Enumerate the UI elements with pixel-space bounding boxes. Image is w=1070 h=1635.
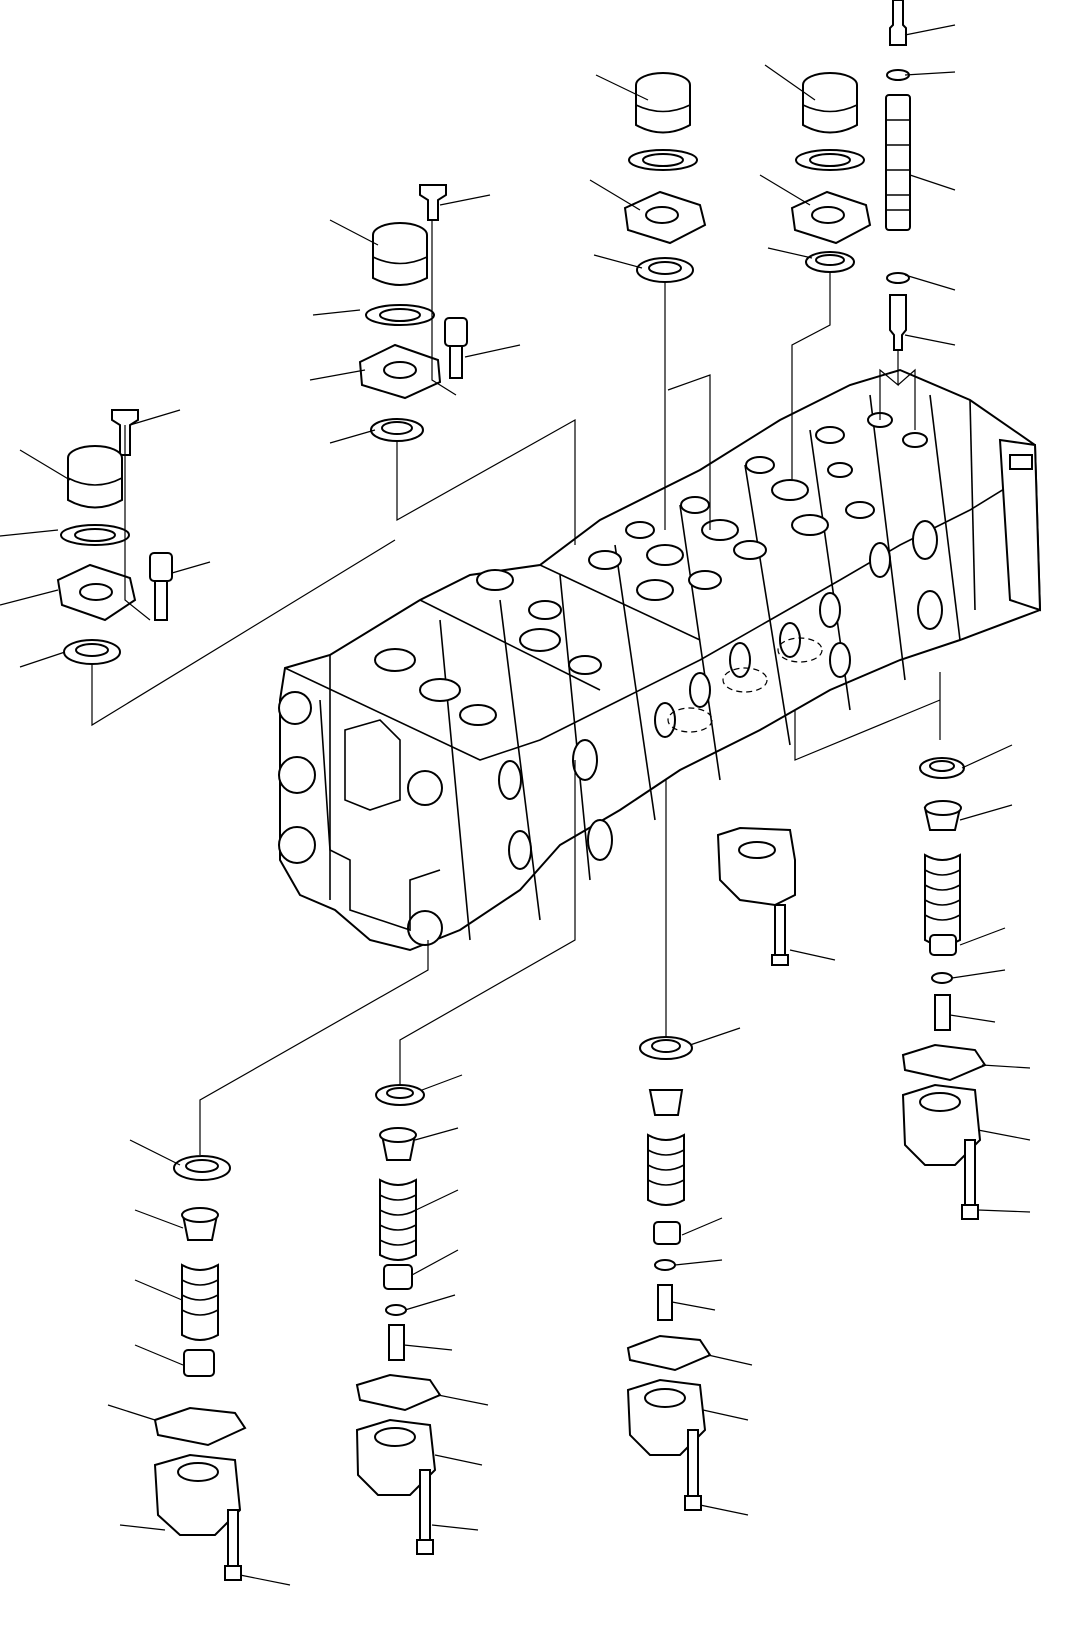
plug-assembly-fourth <box>790 72 872 480</box>
plug-assembly-third <box>623 72 711 530</box>
control-valve-body <box>278 368 1042 952</box>
body-flange-right <box>716 826 796 966</box>
relief-stack-left <box>153 940 429 1581</box>
relief-stack-right <box>794 672 987 1220</box>
relief-stack-center <box>355 760 576 1555</box>
plug-assembly-second <box>358 184 576 545</box>
relief-stack-center-right <box>626 780 712 1511</box>
spool-rod <box>879 0 916 430</box>
callout-leaders <box>0 24 1031 1586</box>
